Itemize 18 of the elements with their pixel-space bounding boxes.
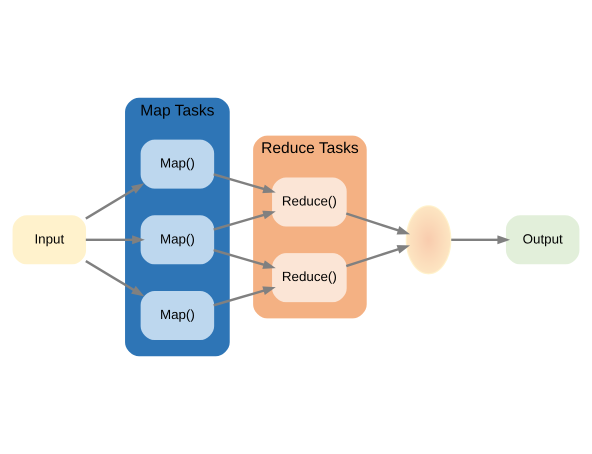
- arrow: [213, 248, 276, 269]
- node-box: Reduce(): [272, 177, 347, 226]
- node-box: Input: [12, 215, 86, 264]
- arrow: [213, 173, 276, 194]
- node-box: Map(): [140, 215, 214, 264]
- node-box: Reduce(): [272, 253, 347, 302]
- node-box: Output: [506, 215, 580, 264]
- arrow: [86, 235, 145, 244]
- arrow: [451, 235, 510, 244]
- arrow: [85, 260, 144, 296]
- node-circle: [406, 205, 452, 274]
- node-box: Map(): [140, 291, 214, 340]
- arrow: [85, 183, 144, 220]
- arrow: [213, 210, 276, 231]
- arrow: [346, 212, 410, 234]
- node-box: Map(): [140, 140, 214, 189]
- arrow: [346, 245, 410, 268]
- arrow: [213, 286, 276, 306]
